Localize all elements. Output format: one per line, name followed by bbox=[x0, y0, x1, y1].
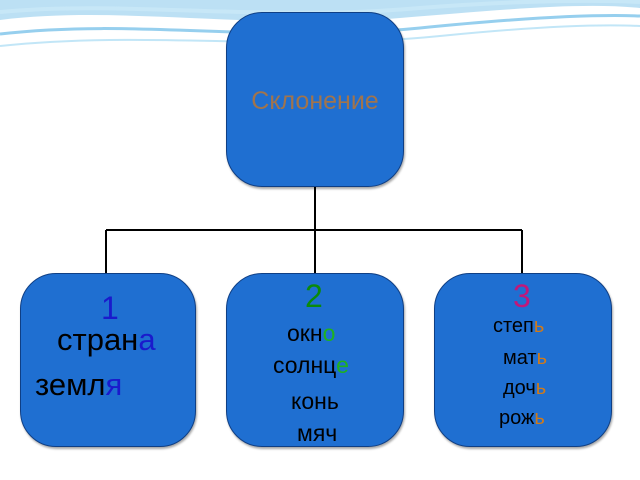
word-ending: а bbox=[138, 322, 156, 357]
word-item: дочь bbox=[503, 377, 547, 399]
word-item: солнце bbox=[273, 352, 349, 378]
word-item: страна bbox=[57, 322, 156, 357]
group-number: 2 bbox=[305, 278, 323, 314]
word-ending: ь bbox=[536, 347, 548, 369]
word-item: степь bbox=[493, 315, 545, 337]
word-ending: о bbox=[322, 320, 336, 346]
word-item: земля bbox=[35, 367, 123, 402]
word-item: рожь bbox=[499, 407, 545, 429]
decorative-wave-background bbox=[0, 0, 640, 47]
word-ending: я bbox=[105, 367, 123, 402]
word-ending: ь bbox=[534, 407, 545, 429]
declension-group-1: 1 страна земля bbox=[20, 273, 196, 447]
word-item: мать bbox=[503, 347, 548, 369]
root-node-declension: Склонение bbox=[226, 12, 404, 187]
word-ending: е bbox=[336, 352, 349, 378]
group-number: 3 bbox=[513, 278, 531, 314]
word-item: окно bbox=[287, 320, 336, 346]
word-ending: ь bbox=[533, 315, 545, 337]
declension-group-2: 2 окно солнце конь мяч bbox=[226, 273, 404, 447]
word-item: конь bbox=[291, 388, 339, 414]
word-ending: ь bbox=[535, 377, 547, 399]
root-label: Склонение bbox=[251, 87, 379, 115]
word-item: мяч bbox=[297, 420, 338, 446]
group-number: 1 bbox=[101, 290, 119, 326]
declension-group-3: 3 степь мать дочь рожь bbox=[434, 273, 612, 447]
